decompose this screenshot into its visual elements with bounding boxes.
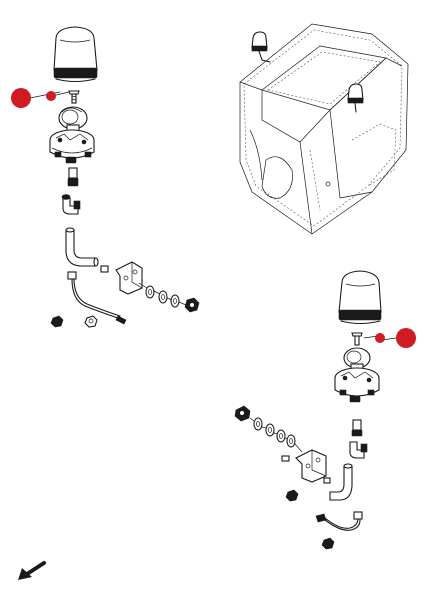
arrow-down-left-icon [18,561,46,580]
right-bracket [295,449,331,484]
right-mounting-pipe [329,463,353,501]
right-end-nut [234,405,251,422]
left-mounting-pipe [65,227,99,267]
callout-left-big [11,88,31,108]
right-beacon-dome [338,270,382,325]
left-beacon-dome [53,26,98,83]
vehicle-cab [239,23,409,235]
left-pipe-nut [100,265,109,273]
callout-markers [11,88,416,348]
left-lamp-holder [58,106,88,134]
left-mounting-screw [68,90,80,104]
left-beacon-base [49,129,95,164]
right-connector [351,419,363,437]
left-bracket [115,261,143,295]
left-small-nuts [50,315,98,328]
right-small-bolt [281,455,290,462]
right-elbow-adapter [349,441,368,459]
right-small-nuts [285,489,335,550]
left-elbow-adapter [61,194,81,215]
right-beacon-base [334,367,380,403]
left-end-nut [184,297,200,313]
callout-left-small [46,91,56,101]
cab-beacon-right [347,83,364,113]
cab-beacon-left [251,31,271,63]
left-wire-harness [67,271,127,325]
right-wire-harness [315,511,363,531]
left-beacon-assembly [29,26,200,328]
callout-right-small [375,333,385,343]
right-beacon-assembly [234,270,397,550]
left-washers [138,282,187,308]
right-washers [249,417,303,453]
callout-right-big [396,328,416,348]
right-mounting-screw [351,332,363,346]
left-connector [67,167,79,187]
